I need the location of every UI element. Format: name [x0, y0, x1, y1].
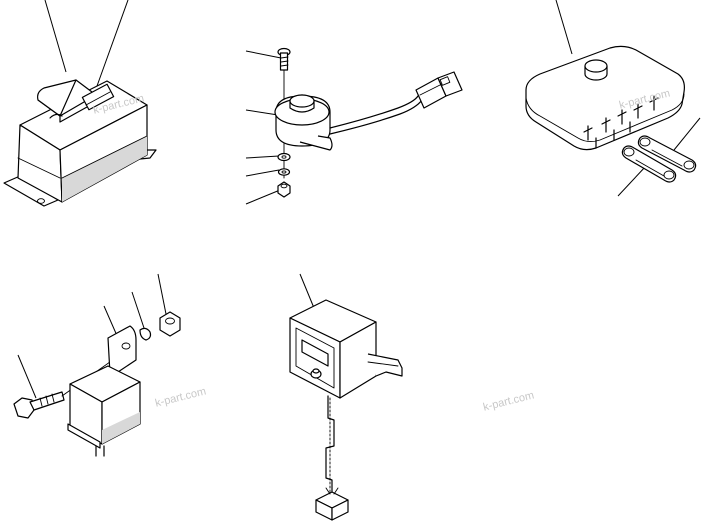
leader-line — [44, 0, 67, 73]
lock-washer-icon — [139, 327, 152, 341]
connector-icon — [415, 71, 463, 109]
terminal-row — [583, 95, 659, 149]
leader-line — [103, 305, 119, 339]
buzzer-assembly — [245, 47, 463, 205]
leader-line — [245, 109, 279, 116]
leader-line — [131, 291, 145, 329]
stud-icon — [310, 368, 322, 379]
leader-line — [673, 117, 701, 151]
leader-line — [299, 273, 315, 309]
leader-line — [157, 273, 167, 315]
nut-icon — [277, 181, 291, 198]
fuse-icon — [637, 135, 697, 173]
bolt-icon — [13, 391, 65, 419]
leader-line — [617, 165, 647, 197]
flasher-unit — [289, 273, 403, 521]
leader-line — [245, 155, 280, 159]
nut-icon — [159, 311, 181, 337]
leader-line — [245, 50, 282, 59]
washer-icon — [277, 152, 291, 162]
switch-box — [3, 0, 157, 207]
screw-icon — [277, 47, 291, 71]
leader-line — [96, 0, 129, 87]
leader-line — [245, 169, 280, 177]
relay — [13, 273, 181, 457]
leader-line — [17, 354, 37, 399]
fuse-box — [525, 0, 701, 197]
leader-line — [245, 189, 281, 205]
leader-line — [555, 0, 573, 55]
lock-washer-icon — [277, 168, 291, 176]
connector-icon — [315, 487, 349, 521]
wire-harness — [325, 395, 335, 495]
fuse-icon — [621, 145, 677, 183]
